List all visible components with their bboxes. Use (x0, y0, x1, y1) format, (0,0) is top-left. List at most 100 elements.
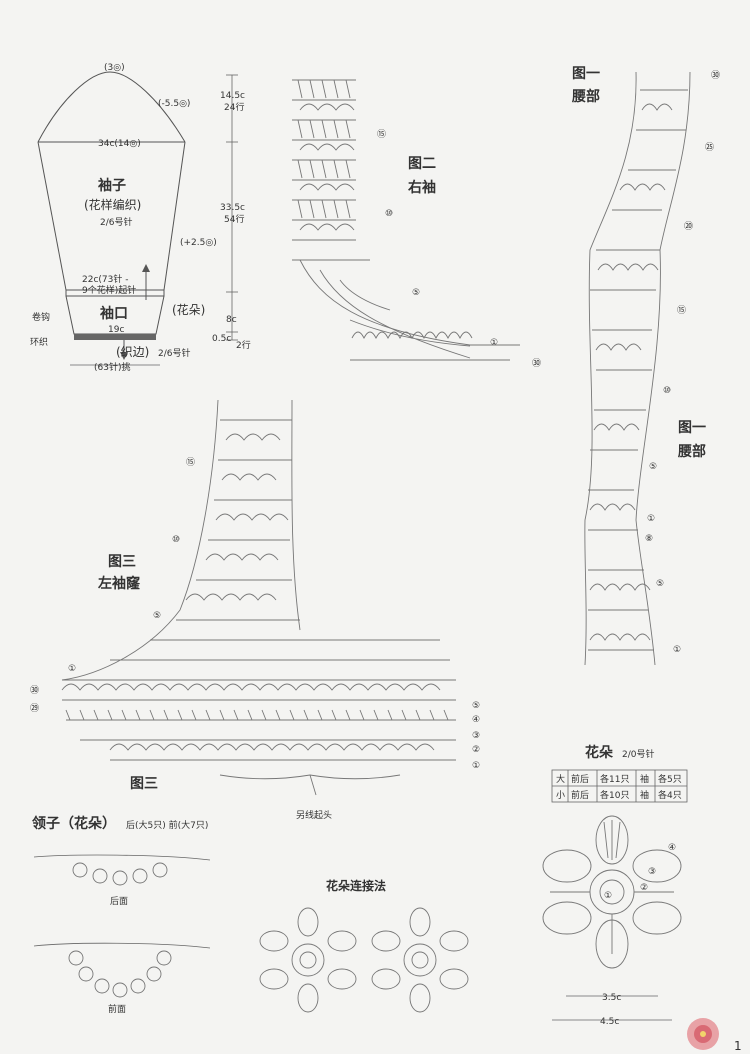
fig2-row-30: ㉚ (532, 358, 541, 369)
loop-stitch-label: 环织 (30, 336, 48, 348)
flower-dim-large: 4.5c (600, 1017, 619, 1027)
fig1-title-2-top: 腰部 (571, 88, 600, 105)
fig3-row-3: ③ (472, 731, 480, 741)
flower-dim-small: 3.5c (602, 993, 621, 1003)
fig2-stitch-column (292, 79, 370, 261)
joining-flower-left (259, 907, 357, 1013)
fig2-row-5: ⑤ (412, 288, 420, 298)
height-1: 14.5c (220, 91, 245, 101)
fig1-row-5b: ⑤ (656, 579, 664, 589)
flower-round-4: ④ (668, 843, 676, 853)
table-r1-count: 各11只 (600, 773, 629, 785)
fig3-row-30: ㉚ (30, 685, 39, 696)
flower-needle: 2/0号针 (622, 748, 655, 760)
flower-count-table: 大 前后 各11只 袖 各5只 小 前后 各10只 袖 各4只 (551, 769, 688, 803)
fig2-row-1: ① (490, 338, 498, 348)
fig3-row-29: ㉙ (30, 703, 39, 714)
top-width: 34c(14◎) (98, 139, 141, 149)
collar-title: 领子（花朵） (32, 815, 116, 832)
collar-back-label: 后面 (110, 896, 128, 907)
height-3: 8c (226, 315, 237, 325)
collar-back-flowers (72, 862, 168, 886)
figure-2-right-sleeve-chart: 图二 右袖 ⑮ ⑩ ⑤ ① ㉚ (292, 79, 541, 369)
joining-title: 花朵连接法 (326, 878, 386, 893)
table-r2-size: 小 (556, 790, 565, 801)
fig3-row-1-top: ① (68, 664, 76, 674)
fig3-title-1: 图三 (108, 554, 136, 570)
flower-round-2: ② (640, 883, 648, 893)
fig2-row-15: ⑮ (377, 129, 386, 140)
roll-hem-label: 卷钩 (32, 311, 50, 323)
joining-flower-right (371, 907, 469, 1013)
fig2-row-10: ⑩ (385, 209, 393, 219)
figure-3-left-armhole-chart: 图三 左袖窿 图三 另线起头 ⑮ ⑩ ⑤ ① ㉚ ㉙ ⑤ ④ ③ ② ① (30, 399, 480, 821)
fig1-row-8: ⑧ (645, 534, 653, 544)
fig1-title-1-side: 图一 (678, 420, 706, 436)
cuff-note-1: 22c(73针 - (82, 273, 128, 285)
height-4: 0.5c (212, 334, 231, 344)
fig1-row-1b: ① (673, 645, 681, 655)
table-r2-count: 各10只 (600, 789, 629, 801)
fig1-row-30: ㉚ (711, 70, 720, 81)
table-r1-sleeve-count: 各5只 (658, 773, 682, 785)
fig1-title-1-top: 图一 (572, 66, 600, 82)
page-number: 1 (734, 1039, 742, 1053)
flower-stitch-chart (542, 815, 682, 969)
flower-title: 花朵 (585, 744, 614, 761)
fig3-row-15: ⑮ (186, 457, 195, 468)
height-2: 33.5c (220, 203, 245, 213)
fig3-row-4: ④ (472, 715, 480, 725)
fig1-row-1a: ① (647, 514, 655, 524)
fig2-title-2: 右袖 (407, 179, 436, 196)
table-r2-sleeve-count: 各4只 (658, 789, 682, 801)
fig3-title-2: 左袖窿 (97, 575, 141, 592)
collar-section: 领子（花朵） 后(大5只) 前(大7只) 后面 前面 (32, 815, 211, 1015)
sleeve-needle: 2/6号针 (100, 216, 133, 228)
fig3-row-2: ② (472, 745, 480, 755)
sleeve-title: 袖子 (98, 177, 126, 194)
pickup-count: (63针)挑 (94, 361, 130, 373)
flower-joining-section: 花朵连接法 (259, 878, 469, 1013)
top-decrease: (-5.5◎) (158, 99, 190, 109)
fig1-row-15: ⑮ (677, 305, 686, 316)
table-r1-size: 大 (556, 773, 565, 785)
fig1-title-2-side: 腰部 (677, 443, 706, 460)
cuff-width: 19c (108, 325, 124, 335)
collar-front-label: 前面 (108, 1003, 126, 1015)
fig3-bottom-label: 图三 (130, 776, 158, 792)
height-1-rows: 24行 (224, 101, 244, 113)
top-count: (3◎) (104, 63, 125, 73)
sleeve-schematic: (3◎) (-5.5◎) 34c(14◎) 袖子 (花样编织) 2/6号针 (+… (30, 63, 251, 373)
fig3-row-1-right: ① (472, 761, 480, 771)
table-r2-sleeve: 袖 (640, 789, 649, 801)
fig2-title-1: 图二 (408, 156, 436, 172)
cuff-note-2: 9个花样)起针 (82, 284, 136, 296)
height-4-rows: 2行 (236, 339, 251, 351)
sleeve-increase: (+2.5◎) (180, 238, 217, 248)
fig3-row-5: ⑤ (153, 611, 161, 621)
edge-label: (织边) (116, 345, 149, 359)
table-r2-part: 前后 (571, 789, 589, 801)
fig1-row-10: ⑩ (663, 386, 671, 396)
fig1-row-5: ⑤ (649, 462, 657, 472)
height-2-rows: 54行 (224, 213, 244, 225)
fig1-row-20: ⑳ (684, 221, 693, 232)
fig3-start-note: 另线起头 (296, 809, 332, 821)
flower-reference: (花朵) (172, 302, 205, 317)
edge-needle: 2/6号针 (158, 347, 191, 359)
fig1-row-25: ㉕ (705, 142, 714, 153)
collar-front-flowers (68, 950, 172, 998)
fig3-row-5-right: ⑤ (472, 701, 480, 711)
sleeve-pattern: (花样编织) (84, 197, 141, 212)
flower-section: 花朵 2/0号针 大 前后 各11只 袖 各5只 小 前后 各10只 袖 各4只 (542, 744, 688, 1027)
collar-counts: 后(大5只) 前(大7只) (126, 819, 208, 831)
cuff-label: 袖口 (100, 305, 128, 322)
corner-flower-decoration (687, 1018, 719, 1050)
table-r1-sleeve: 袖 (640, 773, 649, 785)
flower-round-1: ① (604, 891, 612, 901)
flower-round-3: ③ (648, 867, 656, 877)
figure-1-waist-chart: 图一 腰部 图一 腰部 ㉚ ㉕ ⑳ ⑮ ⑩ ⑤ ① ⑧ ⑤ ① (571, 66, 720, 666)
fig3-row-10: ⑩ (172, 535, 180, 545)
table-r1-part: 前后 (571, 773, 589, 785)
